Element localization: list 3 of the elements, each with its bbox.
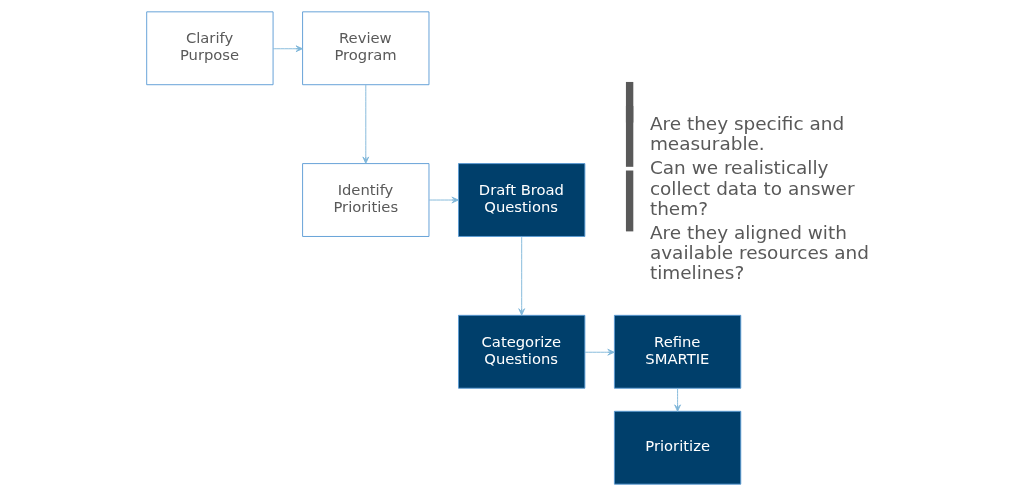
label: Are they aligned with available resources and timelines? bbox=[649, 221, 869, 284]
label: Can we realistically collect data to answer them? bbox=[649, 157, 855, 219]
label: Are they specific and measurable. bbox=[649, 112, 845, 155]
